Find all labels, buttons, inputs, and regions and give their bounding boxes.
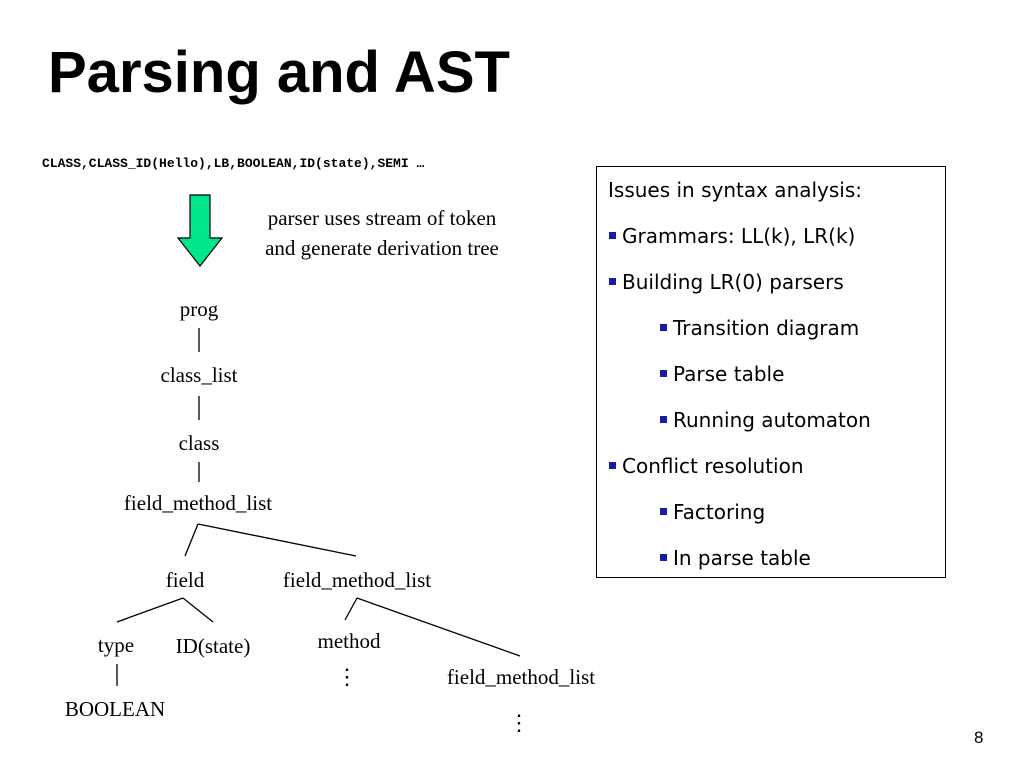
square-bullet-icon xyxy=(660,324,667,331)
node-class-list: class_list xyxy=(160,363,238,387)
square-bullet-icon xyxy=(609,278,616,285)
square-bullet-icon xyxy=(660,416,667,423)
issue-item-label: Running automaton xyxy=(673,408,871,432)
issues-box: Issues in syntax analysis: Grammars: LL(… xyxy=(596,166,946,578)
issues-heading: Issues in syntax analysis: xyxy=(608,178,863,202)
edge-fml-fml xyxy=(197,523,357,557)
edge-fml-method xyxy=(344,597,358,621)
token-stream: CLASS,CLASS_ID(Hello),LB,BOOLEAN,ID(stat… xyxy=(42,156,425,171)
issue-item-conflict-resolution: Conflict resolution xyxy=(609,453,804,479)
square-bullet-icon xyxy=(609,232,616,239)
node-id-state: ID(state) xyxy=(175,634,251,658)
square-bullet-icon xyxy=(660,370,667,377)
node-prog: prog xyxy=(179,297,219,321)
slide-title: Parsing and AST xyxy=(48,40,510,105)
tree-caption: parser uses stream of token and generate… xyxy=(232,203,532,263)
page-number: 8 xyxy=(974,728,984,747)
node-class: class xyxy=(178,431,220,455)
node-type: type xyxy=(97,633,135,657)
issue-item-label: Transition diagram xyxy=(673,316,860,340)
square-bullet-icon xyxy=(609,462,616,469)
caption-line: parser uses stream of token xyxy=(267,206,497,230)
down-arrow-icon xyxy=(176,194,224,267)
node-field-method-list: field_method_list xyxy=(123,491,273,515)
issue-item-building-lr0: Building LR(0) parsers xyxy=(609,269,844,295)
caption-line: and generate derivation tree xyxy=(265,236,499,260)
edge-fml-field xyxy=(184,523,199,557)
issue-item-transition-diagram: Transition diagram xyxy=(660,315,859,341)
node-method: method xyxy=(317,629,381,653)
ellipsis-field-method-list: ⋮ xyxy=(508,710,530,735)
issue-item-label: Conflict resolution xyxy=(622,454,804,478)
square-bullet-icon xyxy=(660,508,667,515)
issue-item-parse-table: Parse table xyxy=(660,361,784,387)
node-field-method-list: field_method_list xyxy=(446,665,596,689)
issue-item-label: In parse table xyxy=(673,546,811,570)
issue-item-label: Factoring xyxy=(673,500,766,524)
issue-item-running-automaton: Running automaton xyxy=(660,407,871,433)
issue-item-in-parse-table: In parse table xyxy=(660,545,811,571)
edge-field-id-state xyxy=(182,597,214,623)
issue-item-label: Parse table xyxy=(673,362,785,386)
issue-item-label: Grammars: LL(k), LR(k) xyxy=(622,224,856,248)
square-bullet-icon xyxy=(660,554,667,561)
ellipsis-method: ⋮ xyxy=(336,664,358,689)
edge-field-type xyxy=(116,597,184,623)
issue-item-factoring: Factoring xyxy=(660,499,765,525)
issue-item-label: Building LR(0) parsers xyxy=(622,270,844,294)
issue-item-grammars: Grammars: LL(k), LR(k) xyxy=(609,223,855,249)
node-boolean: BOOLEAN xyxy=(64,697,166,721)
node-field: field xyxy=(165,568,205,592)
edge-fml-fml-2 xyxy=(356,597,521,657)
node-field-method-list: field_method_list xyxy=(282,568,432,592)
